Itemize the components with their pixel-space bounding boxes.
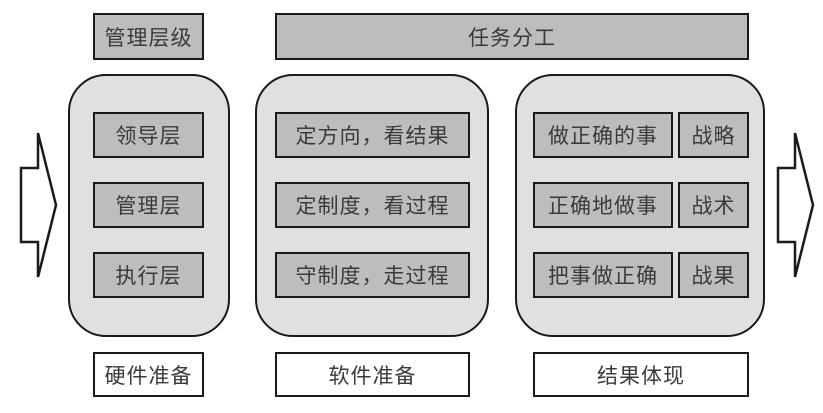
result-item: 正确地做事 — [533, 182, 673, 228]
result-tag: 战术 — [678, 182, 749, 228]
management-level-header: 管理层级 — [93, 13, 204, 60]
duty-item: 定方向，看结果 — [275, 112, 470, 158]
level-item: 管理层 — [93, 182, 204, 228]
level-item: 领导层 — [93, 112, 204, 158]
result-tag: 战果 — [678, 252, 749, 298]
left-flow-arrow-icon — [19, 132, 58, 278]
task-division-header: 任务分工 — [275, 13, 749, 60]
result-footer: 结果体现 — [533, 352, 749, 397]
level-item: 执行层 — [93, 252, 204, 298]
hardware-prep-footer: 硬件准备 — [93, 352, 204, 397]
result-item: 把事做正确 — [533, 252, 673, 298]
result-item: 做正确的事 — [533, 112, 673, 158]
duty-item: 守制度，走过程 — [275, 252, 470, 298]
duty-item: 定制度，看过程 — [275, 182, 470, 228]
software-prep-footer: 软件准备 — [275, 352, 470, 397]
right-flow-arrow-icon — [776, 132, 815, 278]
result-tag: 战略 — [678, 112, 749, 158]
